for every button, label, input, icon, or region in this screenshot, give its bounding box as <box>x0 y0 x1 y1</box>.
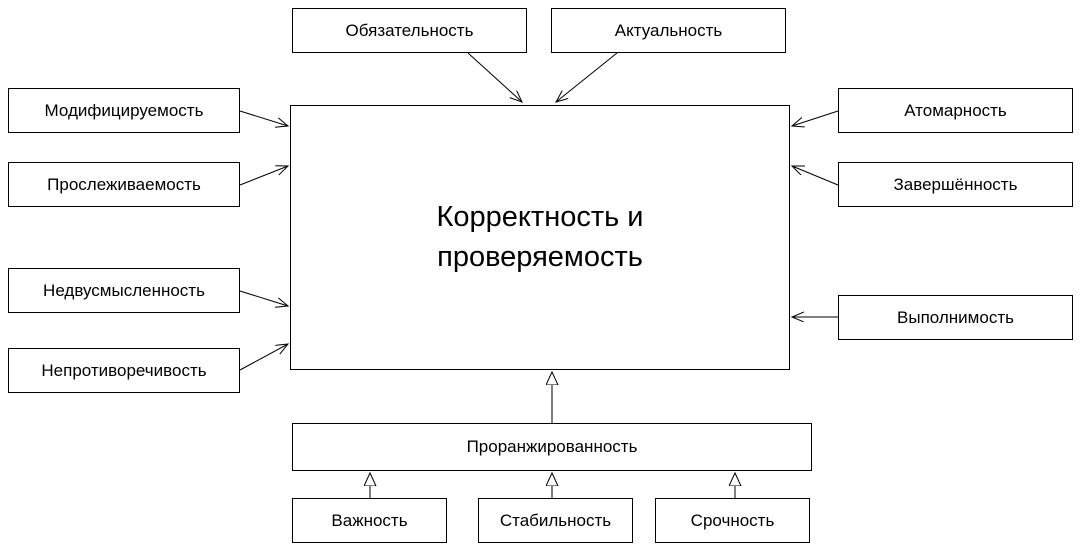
node-stability: Стабильность <box>478 498 633 543</box>
arrow-obligatoriness <box>467 52 522 102</box>
node-consistency: Непротиворечивость <box>8 348 240 393</box>
arrow-modifiability <box>239 110 288 126</box>
node-completeness: Завершённость <box>838 162 1073 207</box>
arrow-traceability <box>239 166 288 186</box>
node-unambiguity: Недвусмысленность <box>8 268 240 313</box>
node-ranking: Проранжированность <box>292 423 812 471</box>
node-atomicity: Атомарность <box>838 88 1073 133</box>
arrow-relevance <box>556 52 618 102</box>
node-relevance: Актуальность <box>551 8 786 53</box>
node-importance: Важность <box>292 498 447 543</box>
node-traceability: Прослеживаемость <box>8 162 240 207</box>
arrow-completeness <box>792 166 839 186</box>
node-feasibility: Выполнимость <box>838 295 1073 340</box>
arrow-unambiguity <box>239 290 288 306</box>
arrow-consistency <box>239 344 288 371</box>
node-modifiability: Модифицируемость <box>8 88 240 133</box>
node-obligatoriness: Обязательность <box>292 8 527 53</box>
arrow-atomicity <box>792 110 839 126</box>
node-correctness-verifiability: Корректность и проверяемость <box>290 105 790 370</box>
node-urgency: Срочность <box>655 498 810 543</box>
